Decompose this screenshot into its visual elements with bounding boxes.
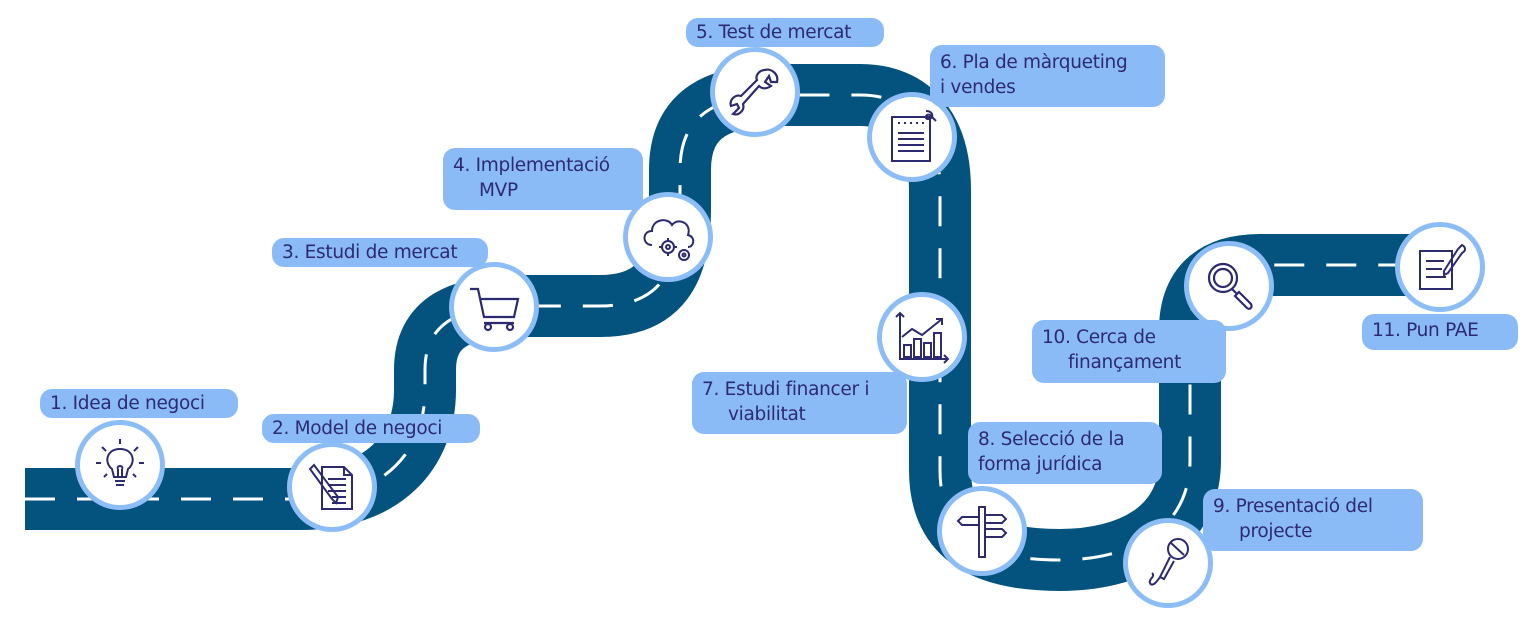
step-3-text: 3. Estudi de mercat [282,242,458,263]
step-9-text-line2: projecte [1239,521,1313,542]
signpost-icon [956,506,1008,558]
step-1-label: 1. Idea de negoci [40,389,238,418]
step-2-node [287,442,377,532]
step-9-node [1123,518,1213,608]
step-7-text-line2: viabilitat [728,404,806,425]
step-1-text: 1. Idea de negoci [50,393,205,414]
step-9-text-line1: 9. Presentació del [1213,496,1373,517]
step-7-text-line1: 7. Estudi financer i [702,379,870,400]
cloud-gears-icon [643,219,695,261]
step-8-node [937,486,1027,576]
step-9-label: 9. Presentació del projecte [1203,489,1423,551]
step-8-text-line2: forma jurídica [978,454,1103,475]
wrench-icon [729,68,779,116]
step-8-label: 8. Selecció de la forma jurídica [968,422,1162,484]
step-2-label: 2. Model de negoci [262,414,480,443]
step-10-text-line1: 10. Cerca de [1042,327,1156,348]
document-pen-icon [1419,243,1466,290]
step-6-label: 6. Pla de màrqueting i vendes [930,45,1165,107]
shopping-cart-icon [470,287,520,332]
step-7-node [877,292,967,382]
step-3-node [449,262,539,352]
step-4-text-line2: MVP [479,180,518,201]
step-11-label: 11. Pun PAE [1362,314,1518,350]
step-6-node [867,92,957,182]
step-11-text: 11. Pun PAE [1372,320,1479,341]
step-10-text-line2: finançament [1068,352,1182,373]
lightbulb-icon [96,439,144,486]
step-8-text-line1: 8. Selecció de la [978,429,1125,450]
bar-chart-growth-icon [895,311,950,364]
step-5-label: 5. Test de mercat [686,18,884,47]
magnifier-icon [1207,262,1253,310]
step-5-text: 5. Test de mercat [696,22,852,43]
microphone-icon [1148,538,1189,586]
document-pencil-icon [308,463,353,510]
step-10-node [1184,241,1274,331]
notepad-icon [891,110,937,162]
step-7-label: 7. Estudi financer i viabilitat [692,372,907,434]
step-1-node [75,420,165,510]
step-2-text: 2. Model de negoci [272,418,443,439]
step-6-text-line2: i vendes [940,77,1016,98]
step-10-label: 10. Cerca de finançament [1032,320,1226,383]
step-11-node [1395,222,1485,312]
step-6-text-line1: 6. Pla de màrqueting [940,52,1128,73]
step-4-text-line1: 4. Implementació [453,155,610,176]
step-3-label: 3. Estudi de mercat [272,238,488,267]
step-5-node [710,47,800,137]
